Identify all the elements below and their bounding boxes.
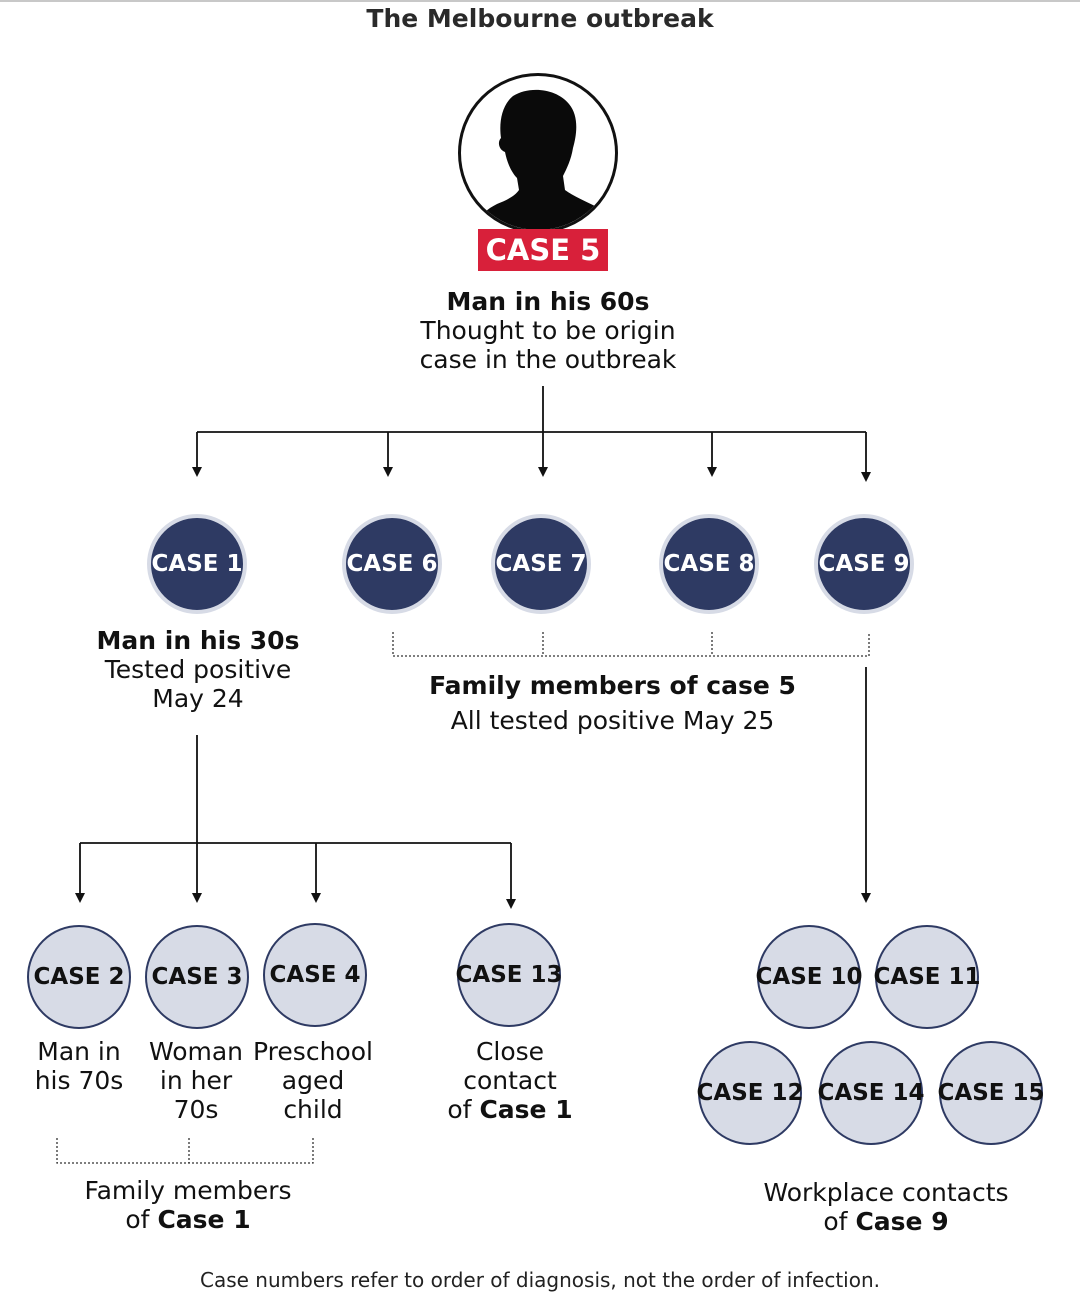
- case3-node: CASE 3: [145, 925, 249, 1029]
- case13-node: CASE 13: [456, 923, 563, 1027]
- case15-node: CASE 15: [938, 1041, 1045, 1145]
- workplace-line2: of Case 9: [745, 1207, 1027, 1236]
- case4-line2: aged: [281, 1066, 345, 1095]
- footnote: Case numbers refer to order of diagnosis…: [200, 1268, 880, 1292]
- case8-node: CASE 8: [659, 514, 759, 614]
- top-rule: [0, 0, 1080, 2]
- case10-node: CASE 10: [756, 925, 863, 1029]
- origin-line1: Thought to be origin: [420, 316, 676, 345]
- case5-badge: CASE 5: [478, 229, 608, 271]
- person-silhouette-icon: [473, 89, 613, 230]
- case3-line1: Woman: [148, 1037, 244, 1066]
- origin-line2: case in the outbreak: [419, 345, 677, 374]
- case11-node: CASE 11: [874, 925, 981, 1029]
- case13-line3-prefix: of: [447, 1095, 480, 1124]
- case6-node: CASE 6: [342, 514, 442, 614]
- bracket-family-case5: [392, 632, 870, 657]
- case2-line2: his 70s: [34, 1066, 124, 1095]
- page-title: The Melbourne outbreak: [366, 4, 714, 33]
- case3-line3: 70s: [173, 1095, 219, 1124]
- family-case5-label: Family members of case 5 All tested posi…: [420, 668, 805, 738]
- origin-portrait: [458, 73, 618, 233]
- case2-line1: Man in: [37, 1037, 121, 1066]
- case2-node: CASE 2: [27, 925, 131, 1029]
- case1-heading: Man in his 30s: [96, 626, 300, 655]
- case7-node: CASE 7: [491, 514, 591, 614]
- case1-line1: Tested positive: [104, 655, 292, 684]
- case4-description: Preschool aged child: [250, 1037, 376, 1124]
- workplace-label: Workplace contacts of Case 9: [745, 1178, 1027, 1236]
- family-case5-heading: Family members of case 5: [429, 671, 796, 700]
- workplace-line1: Workplace contacts: [763, 1178, 1009, 1207]
- case13-line3: of Case 1: [430, 1095, 590, 1124]
- origin-description: Man in his 60s Thought to be origin case…: [393, 287, 703, 374]
- case13-line3-bold: Case 1: [479, 1095, 573, 1124]
- case4-node: CASE 4: [263, 923, 367, 1027]
- case2-description: Man in his 70s: [20, 1037, 138, 1095]
- origin-heading: Man in his 60s: [446, 287, 650, 316]
- case13-line2: contact: [463, 1066, 557, 1095]
- family-case1-label: Family members of Case 1: [60, 1176, 316, 1234]
- case14-node: CASE 14: [818, 1041, 925, 1145]
- case9-node: CASE 9: [814, 514, 914, 614]
- case3-description: Woman in her 70s: [140, 1037, 252, 1124]
- family-case1-line2: of Case 1: [60, 1205, 316, 1234]
- case1-line2: May 24: [152, 684, 244, 713]
- case3-line2: in her: [159, 1066, 233, 1095]
- family-case5-line1: All tested positive May 25: [450, 706, 775, 735]
- case13-description: Close contact of Case 1: [430, 1037, 590, 1124]
- family-case1-line1: Family members: [84, 1176, 292, 1205]
- case1-description: Man in his 30s Tested positive May 24: [68, 626, 328, 713]
- workplace-bold: Case 9: [855, 1207, 949, 1236]
- case4-line3: child: [283, 1095, 343, 1124]
- family-case1-prefix: of: [125, 1205, 158, 1234]
- workplace-prefix: of: [823, 1207, 856, 1236]
- case1-node: CASE 1: [147, 514, 247, 614]
- bracket-family-case1: [56, 1138, 314, 1164]
- case4-line1: Preschool: [253, 1037, 373, 1066]
- family-case1-bold: Case 1: [157, 1205, 251, 1234]
- case13-line1: Close: [475, 1037, 545, 1066]
- case12-node: CASE 12: [697, 1041, 804, 1145]
